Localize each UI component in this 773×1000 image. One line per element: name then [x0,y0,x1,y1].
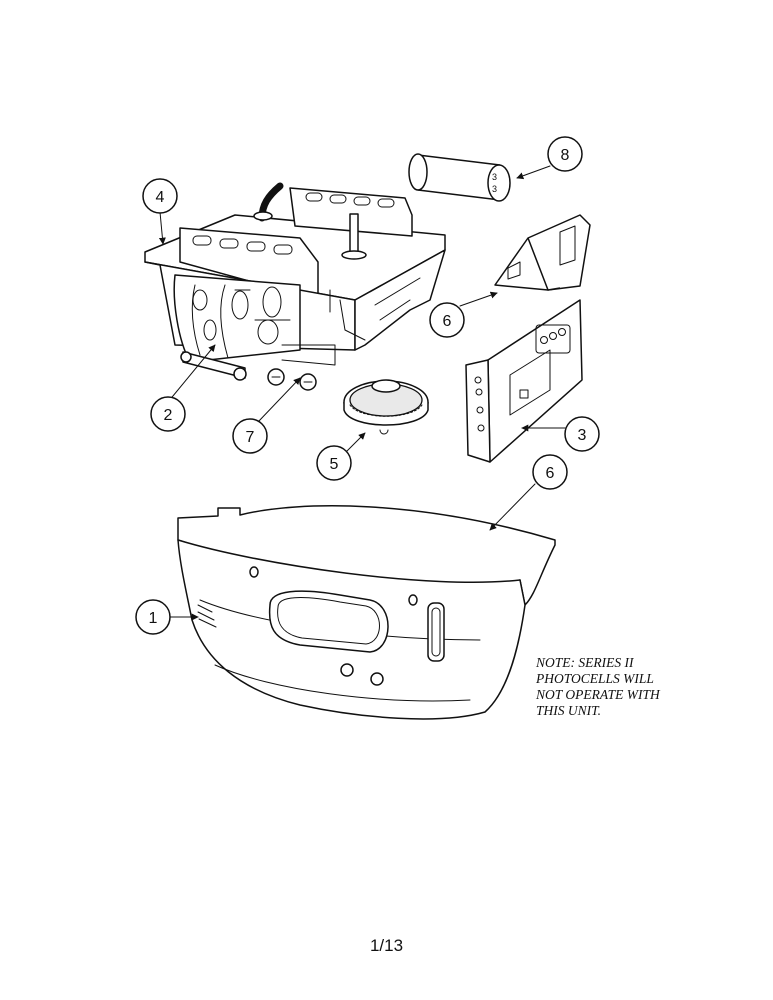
callout-6b-label: 6 [546,465,555,482]
callout-2-label: 2 [164,407,173,424]
svg-text:3: 3 [492,184,497,194]
motor [173,274,301,381]
callout-3: 3 [564,416,600,452]
note-line: NOT OPERATE WITH [536,687,660,702]
drive-gear [343,379,429,435]
callout-6a-label: 6 [443,313,452,330]
callout-5: 5 [316,445,352,481]
cover [177,505,556,720]
callout-6b: 6 [532,454,568,490]
note-line: THIS UNIT. [536,703,602,718]
note-line: PHOTOCELLS WILL [536,671,654,686]
callout-3-label: 3 [578,427,587,444]
photocell-note: NOTE: SERIES II PHOTOCELLS WILL NOT OPER… [536,655,706,719]
callout-4-label: 4 [156,189,165,206]
callout-8-label: 8 [561,147,570,164]
callout-1: 1 [135,599,171,635]
callout-7-label: 7 [246,429,255,446]
note-line: NOTE: SERIES II [536,655,634,670]
svg-text:3: 3 [492,172,497,182]
callout-7: 7 [232,418,268,454]
light-socket-cover [494,214,591,291]
capacitor: 3 3 [408,153,511,202]
limit-screws [267,344,336,391]
leader-lines [158,165,566,621]
callout-6a: 6 [429,302,465,338]
callout-5-label: 5 [330,456,339,473]
callout-8: 8 [547,136,583,172]
page-number: 1/13 [369,936,404,955]
callout-4: 4 [142,178,178,214]
logic-board [465,299,583,463]
callout-1-label: 1 [149,610,158,627]
callout-2: 2 [150,396,186,432]
